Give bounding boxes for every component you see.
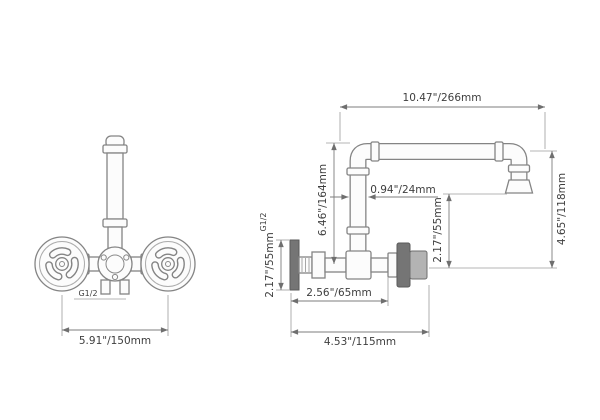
valve-flange xyxy=(396,242,411,288)
spout-pipe-run xyxy=(346,141,534,262)
pipe-diameter-dim-label: 0.94"/24mm xyxy=(370,184,436,196)
wall-flange xyxy=(289,239,300,291)
overall-height-dim-label: 6.46"/164mm xyxy=(317,164,329,236)
overall-width-dimension: 10.47"/266mm xyxy=(339,92,546,149)
spout-height-dim-label: 4.65"/118mm xyxy=(556,173,568,245)
valve-body xyxy=(97,246,133,282)
spout-clearance-dimension: 2.17"/55mm xyxy=(432,193,507,268)
handle-left xyxy=(34,236,90,292)
flange-height-dimension: 2.17"/55mm G1/2 xyxy=(259,212,289,298)
wall-offset-dim-label: 2.56"/65mm xyxy=(306,287,372,299)
handle-right xyxy=(140,236,196,292)
inlet-stubs xyxy=(100,279,130,295)
side-thread-label: G1/2 xyxy=(259,212,268,231)
tee-fitting xyxy=(345,250,372,280)
end-cap xyxy=(409,250,428,280)
front-spread-dim-label: 5.91"/150mm xyxy=(79,335,151,347)
overall-width-dim-label: 10.47"/266mm xyxy=(403,92,482,104)
spout-riser xyxy=(102,135,128,250)
pipe-diameter-dimension: 0.94"/24mm xyxy=(330,184,438,200)
wall-offset-dimension: 2.56"/65mm xyxy=(290,277,389,337)
flange-height-dim-label: 2.17"/55mm xyxy=(264,232,276,298)
wall-inlet-assembly xyxy=(289,239,428,291)
front-thread-label: G1/2 xyxy=(78,289,97,298)
overall-depth-dimension: 4.53"/115mm xyxy=(291,285,430,348)
overall-depth-dim-label: 4.53"/115mm xyxy=(324,336,396,348)
spout-clearance-dim-label: 2.17"/55mm xyxy=(432,197,444,263)
spout-outlet-bell xyxy=(504,179,534,194)
spout-height-dimension: 4.65"/118mm xyxy=(429,150,568,269)
front-view: G1/2 5.91"/150mm xyxy=(34,135,196,347)
overall-height-dimension: 6.46"/164mm xyxy=(317,142,350,264)
front-thread-callout: G1/2 xyxy=(74,289,126,300)
side-view: 10.47"/266mm 6.46"/164mm 0.94"/24mm 4.65… xyxy=(259,92,568,348)
union-nut xyxy=(311,251,326,279)
front-spread-dimension: 5.91"/150mm xyxy=(61,295,169,347)
